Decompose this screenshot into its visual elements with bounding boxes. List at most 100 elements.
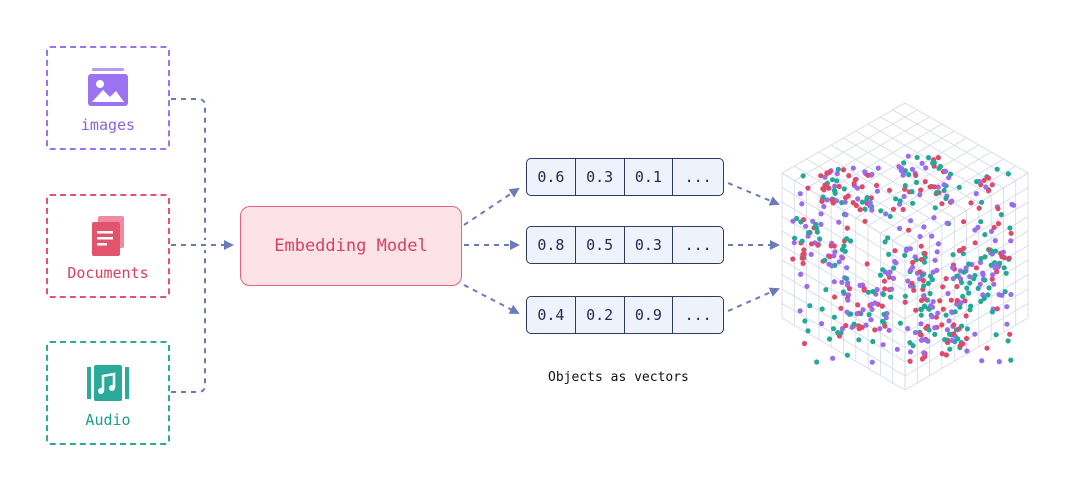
vector-point xyxy=(890,206,897,212)
vector-point xyxy=(897,225,903,231)
vector-point xyxy=(879,303,885,309)
vector-point xyxy=(820,194,826,200)
vector-point xyxy=(927,290,933,297)
vector-point xyxy=(1001,265,1007,271)
vector-point xyxy=(846,173,852,179)
vector-point xyxy=(883,211,889,217)
vector-point xyxy=(821,187,827,193)
grid-line xyxy=(904,317,1029,391)
vector-point xyxy=(835,166,841,172)
vector-point xyxy=(902,168,908,174)
vector-point xyxy=(880,267,886,273)
vector-point xyxy=(797,191,803,197)
vector-point xyxy=(964,335,970,342)
vector-point xyxy=(886,327,892,333)
vector-point xyxy=(878,208,884,214)
vector-point xyxy=(832,183,838,189)
vector-point xyxy=(877,326,883,332)
vector-point xyxy=(831,253,837,259)
vector-point xyxy=(964,326,970,332)
vector-point xyxy=(844,236,850,242)
vector-point xyxy=(931,215,937,221)
vector-point xyxy=(882,239,888,245)
vector-point xyxy=(944,327,950,333)
vector-point xyxy=(954,297,960,304)
vector-point xyxy=(1008,291,1014,298)
vector-point xyxy=(925,280,931,286)
vector-point xyxy=(830,326,837,332)
vector-point xyxy=(815,242,821,248)
vector-point xyxy=(851,321,857,327)
vector-point xyxy=(943,276,949,282)
vector-point xyxy=(1008,230,1014,236)
vector-point xyxy=(822,182,828,188)
vector-point xyxy=(836,259,842,265)
vector-point xyxy=(998,212,1004,218)
vector-point xyxy=(797,308,803,314)
vector-point xyxy=(963,313,969,319)
vector-point xyxy=(855,196,861,202)
vector-space-points xyxy=(790,153,1017,365)
vector-cell: 0.3 xyxy=(576,159,625,195)
vector-point xyxy=(929,233,935,239)
vector-point xyxy=(952,309,958,315)
vector-point xyxy=(937,163,943,170)
vector-point xyxy=(908,218,914,224)
vector-point xyxy=(909,280,915,286)
vector-point xyxy=(881,311,887,317)
vector-point xyxy=(980,272,986,278)
vector-point xyxy=(862,218,868,224)
vector-point xyxy=(894,346,900,352)
vector-point xyxy=(1004,321,1010,327)
vector-point xyxy=(850,200,856,206)
grid-line xyxy=(904,274,1029,348)
vector-point xyxy=(951,331,957,337)
vector-point xyxy=(925,338,931,344)
vector-point xyxy=(826,336,833,342)
arrow-to-vector-0 xyxy=(463,187,520,226)
vector-point xyxy=(976,205,982,211)
vector-point xyxy=(921,283,927,289)
grid-line xyxy=(781,317,906,391)
vector-point xyxy=(844,276,850,282)
vector-point xyxy=(933,314,939,320)
vector-point xyxy=(839,325,846,332)
vector-point xyxy=(917,233,923,240)
vector-point xyxy=(918,321,924,327)
vector-point xyxy=(994,306,1000,312)
vector-point xyxy=(986,188,992,194)
vector-point xyxy=(930,160,936,166)
vector-point xyxy=(940,306,946,312)
vector-point xyxy=(831,187,837,194)
vector-point xyxy=(949,198,955,204)
vector-point xyxy=(841,186,847,192)
vector-point xyxy=(982,232,988,238)
vector-point xyxy=(802,318,808,324)
vector-point xyxy=(856,323,862,329)
vector-point xyxy=(882,323,888,329)
vector-point xyxy=(937,298,943,304)
vector-point xyxy=(954,283,960,290)
vector-point xyxy=(950,252,956,258)
vector-point xyxy=(1003,270,1009,276)
vector-point xyxy=(944,220,950,226)
vector-point xyxy=(913,307,919,313)
vector-point xyxy=(918,256,924,263)
vector-point xyxy=(967,280,973,286)
vector-point xyxy=(818,173,824,179)
vector-point xyxy=(808,251,814,257)
grid-line xyxy=(880,158,1004,234)
vector-cell: 0.1 xyxy=(625,159,674,195)
vector-point xyxy=(1004,304,1010,310)
vector-point xyxy=(1005,171,1011,177)
source-label-images: images xyxy=(80,116,136,134)
vector-point xyxy=(930,299,936,305)
vector-point xyxy=(839,279,845,285)
vector-point xyxy=(935,310,941,316)
vector-point xyxy=(960,341,966,347)
vector-point xyxy=(874,182,880,188)
vector-point xyxy=(844,352,850,358)
vector-point xyxy=(1007,331,1013,337)
vector-point xyxy=(913,172,919,178)
vector-cell: 0.6 xyxy=(527,159,576,195)
